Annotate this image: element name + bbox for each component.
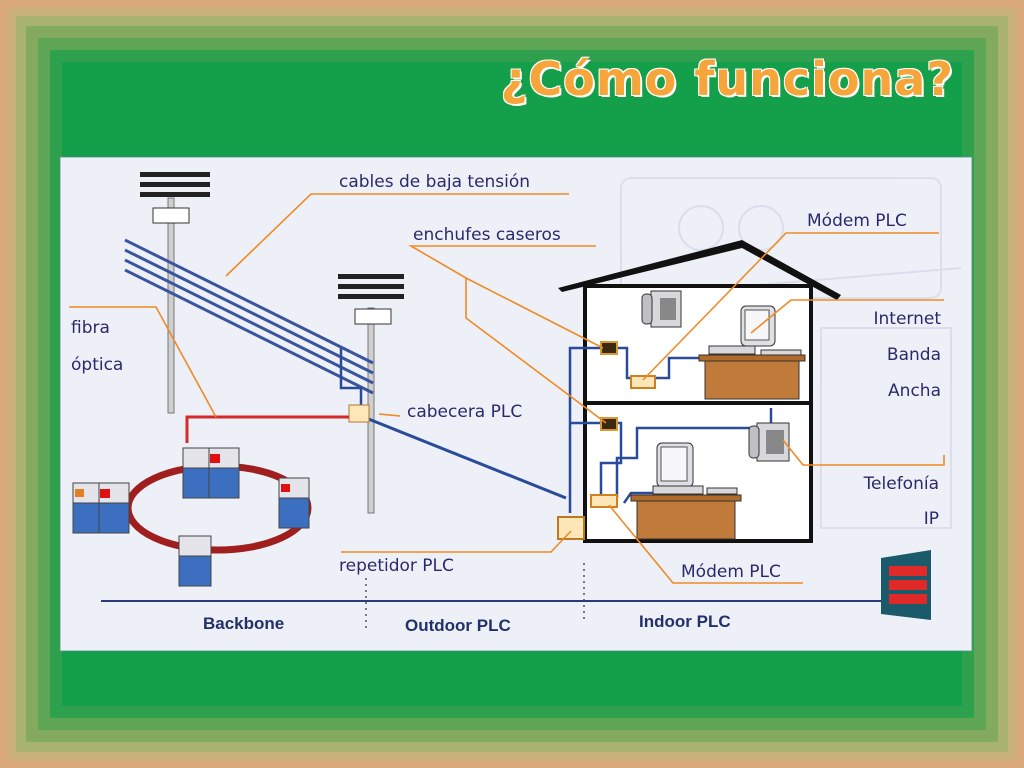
label-home-sockets: enchufes caseros: [413, 225, 561, 245]
zone-label-indoor: Indoor PLC: [639, 612, 731, 631]
label-fiber-line1: fibra: [71, 318, 110, 338]
label-headend: cabecera PLC: [407, 402, 522, 422]
plc-modem-upper-icon: [630, 375, 656, 389]
repeater-plc-box: [557, 516, 585, 540]
desk-upper-icon: [698, 354, 806, 400]
slide-nav-icon: [881, 550, 931, 620]
server-icon: [182, 447, 240, 499]
label-modem-bottom: Módem PLC: [681, 562, 781, 582]
zone-label-outdoor: Outdoor PLC: [405, 616, 511, 635]
label-fiber-line2: óptica: [71, 355, 123, 375]
label-internet-line2: Banda: [887, 345, 941, 365]
plc-diagram-panel: cables de baja tensión enchufes caseros …: [60, 157, 972, 651]
computer-lower-icon: [652, 442, 738, 495]
label-repeater: repetidor PLC: [339, 556, 454, 576]
pole-drop-cable: [339, 348, 363, 408]
callout-lines: [69, 193, 945, 584]
plc-diagram: cables de baja tensión enchufes caseros …: [69, 172, 962, 635]
plc-modem-lower-icon: [590, 494, 618, 508]
label-low-voltage-cables: cables de baja tensión: [339, 172, 530, 192]
server-icon: [72, 482, 130, 534]
label-internet-line1: Internet: [873, 309, 941, 329]
headend-plc-box: [348, 404, 370, 423]
utility-pole-left-icon: [140, 172, 210, 414]
wall-socket-upper-icon: [600, 341, 618, 355]
label-telephony-line1: Telefonía: [863, 474, 939, 494]
label-modem-top: Módem PLC: [807, 211, 907, 231]
wall-socket-lower-icon: [600, 417, 618, 431]
label-telephony-line2: IP: [924, 509, 939, 529]
server-icon: [178, 535, 212, 587]
utility-pole-right-icon: [338, 274, 404, 514]
telephone-lower-icon: [748, 422, 790, 462]
desk-lower-icon: [630, 494, 742, 540]
fiber-optic-line: [185, 415, 349, 443]
zone-label-backbone: Backbone: [203, 614, 284, 633]
telephone-upper-icon: [641, 290, 682, 328]
label-internet-line3: Ancha: [888, 381, 941, 401]
server-icon: [278, 477, 310, 529]
outdoor-plc-line: [360, 414, 567, 500]
low-voltage-cables: [124, 238, 374, 395]
computer-upper-icon: [708, 305, 802, 357]
slide-title: ¿Cómo funciona?: [500, 52, 954, 106]
